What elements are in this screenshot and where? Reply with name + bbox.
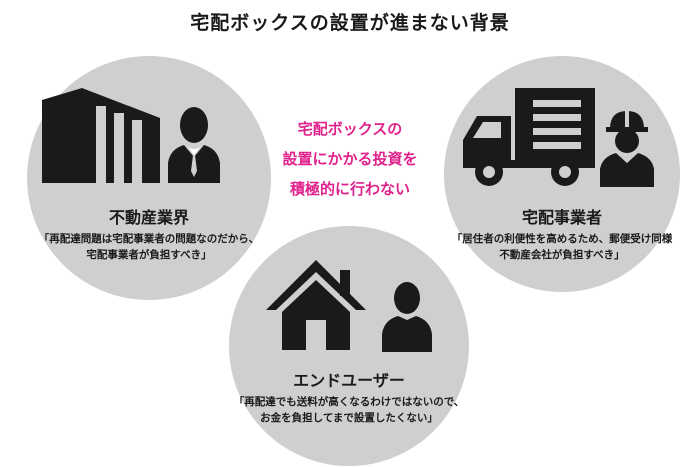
house-icon	[266, 260, 366, 350]
real-estate-quote-line1: 「再配達問題は宅配事業者の問題なのだから、	[38, 233, 260, 245]
delivery-label: 宅配事業者	[521, 208, 602, 227]
real-estate-label: 不動産業界	[108, 208, 189, 227]
end-user-quote-line2: お金を負担してまで設置したくない」	[260, 412, 438, 424]
end-user-quote: 「再配達でも送料が高くなるわけではないので、 お金を負担してまで設置したくない」	[209, 394, 489, 426]
end-user-label: エンドユーザー	[293, 371, 405, 390]
end-user-quote-line1: 「再配達でも送料が高くなるわけではないので、	[233, 396, 465, 408]
businessman-icon	[168, 107, 220, 183]
center-message: 宅配ボックスの 設置にかかる投資を 積極的に行わない	[250, 114, 450, 204]
diagram-title: 宅配ボックスの設置が進まない背景	[190, 12, 510, 34]
center-message-line1: 宅配ボックスの	[297, 120, 403, 138]
building-icon	[42, 88, 160, 183]
worker-icon	[600, 109, 654, 187]
truck-icon	[463, 88, 595, 186]
delivery-quote: 「居住者の利便性を高めるため、郵便受け同様 不動産会社が負担すべき」	[428, 231, 696, 263]
delivery-quote-line2: 不動産会社が負担すべき」	[499, 249, 625, 261]
delivery-quote-line1: 「居住者の利便性を高めるため、郵便受け同様	[451, 233, 673, 245]
real-estate-quote-line2: 宅配事業者が負担すべき」	[86, 249, 212, 261]
person-icon	[382, 282, 432, 352]
real-estate-quote: 「再配達問題は宅配事業者の問題なのだから、 宅配事業者が負担すべき」	[14, 231, 284, 263]
center-message-line3: 積極的に行わない	[289, 180, 410, 198]
center-message-line2: 設置にかかる投資を	[282, 150, 418, 168]
